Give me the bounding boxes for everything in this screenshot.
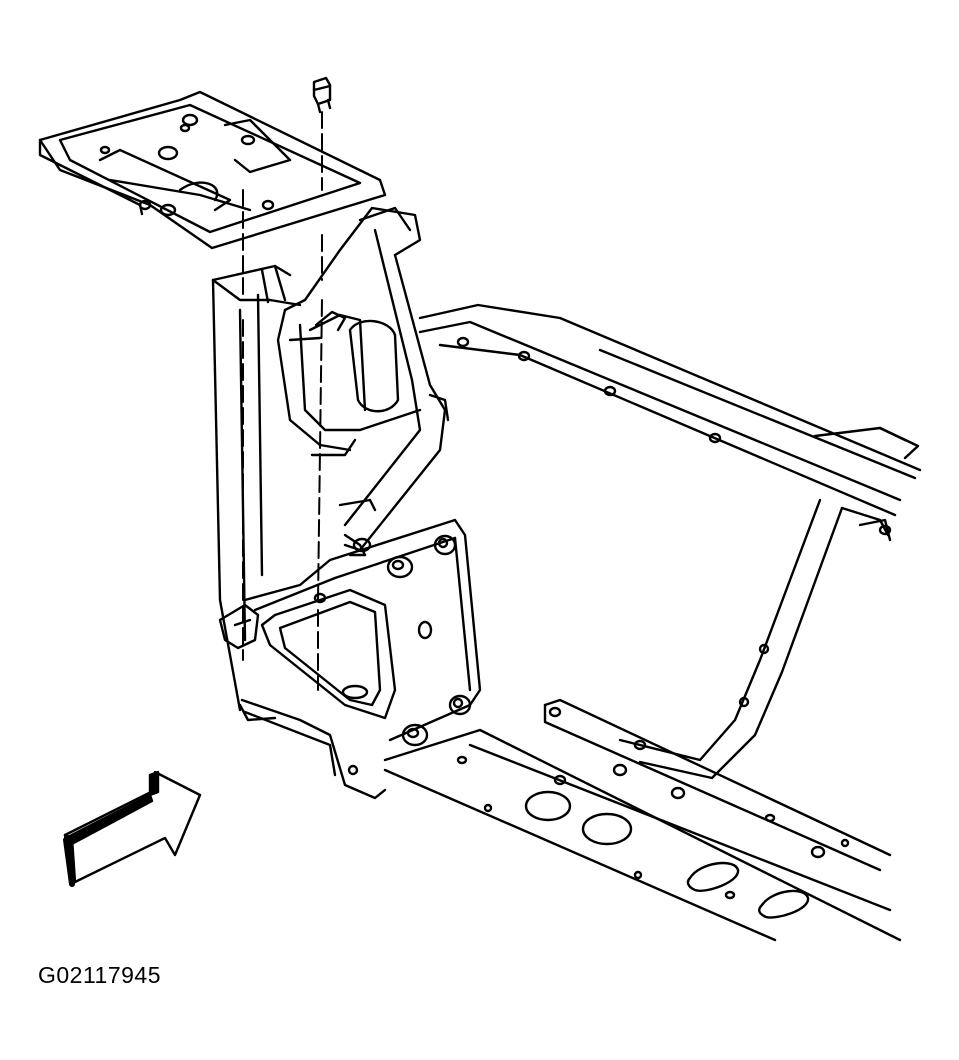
housing-bracket	[276, 206, 450, 557]
front-direction-arrow	[63, 770, 202, 887]
lower-mount-plate	[218, 518, 482, 747]
upper-mount-bracket	[38, 90, 387, 250]
bolt-icon	[312, 76, 332, 114]
vehicle-frame	[383, 303, 922, 942]
radiator-support-column	[211, 264, 387, 800]
figure-id-label: G02117945	[38, 962, 162, 988]
alignment-lines	[242, 111, 323, 691]
